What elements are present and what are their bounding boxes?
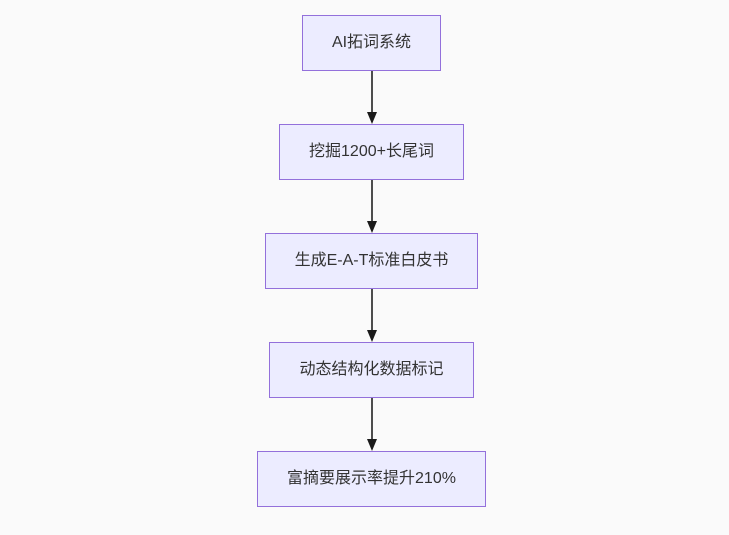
- arrow-down-icon: [366, 398, 377, 451]
- node-label: 挖掘1200+长尾词: [309, 142, 434, 160]
- flowchart-node-longtail-keywords: 挖掘1200+长尾词: [279, 124, 464, 180]
- flowchart-node-ai-expansion: AI拓词系统: [301, 15, 442, 71]
- flowchart-column: AI拓词系统 挖掘1200+长尾词 生成E-A-T标准白皮书 动态结构化数据标记: [0, 15, 729, 507]
- arrow-down-icon: [366, 289, 377, 342]
- flowchart-node-rich-snippet-result: 富摘要展示率提升210%: [257, 451, 486, 507]
- flowchart-node-structured-data: 动态结构化数据标记: [269, 342, 474, 398]
- node-label: 动态结构化数据标记: [299, 360, 444, 378]
- flowchart-node-eat-whitepaper: 生成E-A-T标准白皮书: [264, 233, 479, 289]
- node-label: AI拓词系统: [331, 33, 412, 51]
- node-label: 生成E-A-T标准白皮书: [294, 251, 449, 269]
- node-label: 富摘要展示率提升210%: [287, 469, 456, 487]
- arrow-down-icon: [366, 71, 377, 124]
- arrow-down-icon: [366, 180, 377, 233]
